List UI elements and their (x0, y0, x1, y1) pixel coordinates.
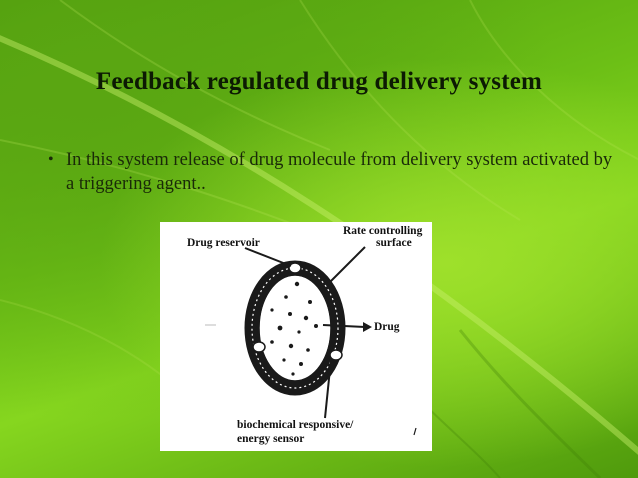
leader-sensor (324, 358, 332, 419)
label-sensor-line2: energy sensor (237, 433, 305, 445)
drug-molecules (270, 281, 318, 376)
bullet-text: In this system release of drug molecule … (66, 150, 613, 194)
label-drug: Drug (374, 321, 400, 333)
label-rate-controlling-line2: surface (376, 237, 412, 249)
sensor-blob-top (288, 262, 302, 274)
drug-arrowhead (363, 322, 372, 332)
sensor-blob-left (252, 341, 266, 353)
slide-title: Feedback regulated drug delivery system (95, 68, 543, 95)
leader-rate-controlling (327, 246, 366, 285)
bullet-marker: • (48, 151, 54, 168)
leader-drug-reservoir (244, 247, 292, 267)
leader-drug (322, 324, 366, 328)
diagram-drawing (205, 246, 417, 436)
label-drug-reservoir: Drug reservoir (187, 237, 260, 249)
sensor-blob-right (329, 349, 343, 361)
drug-delivery-diagram: Drug reservoir Rate controlling surface … (160, 222, 432, 451)
label-rate-controlling-line1: Rate controlling (343, 225, 423, 237)
label-sensor-line1: biochemical responsive/ (237, 419, 354, 431)
bullet-item: • In this system release of drug molecul… (48, 148, 618, 196)
